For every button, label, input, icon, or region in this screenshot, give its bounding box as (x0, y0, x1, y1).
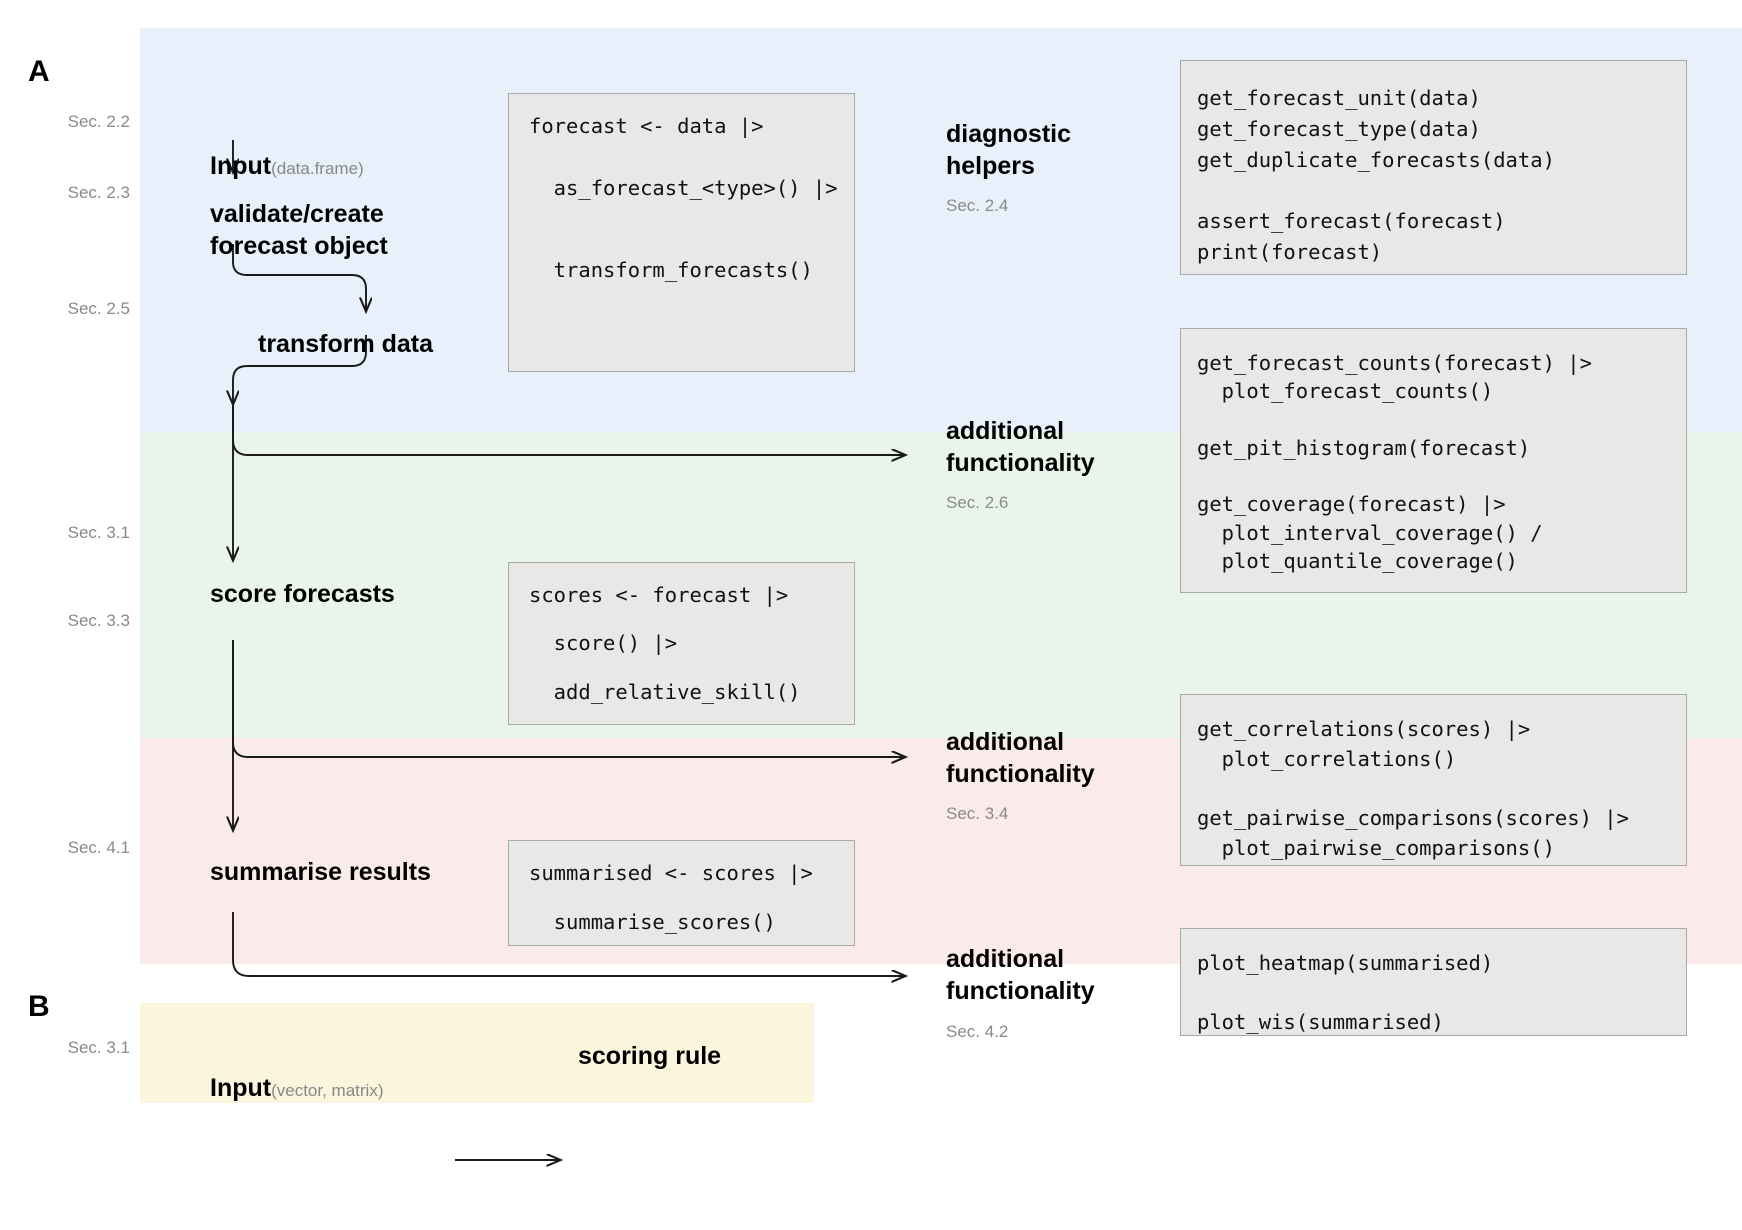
node-summarise-results: summarise results (210, 858, 431, 886)
code-line: get_forecast_counts(forecast) |> (1197, 351, 1592, 375)
node-panel-b-scoring-rule: scoring rule (578, 1042, 722, 1070)
node-validate-create-forecast-object: validate/create forecast object (210, 200, 388, 260)
codebox-forecast-pipeline: forecast <- data |> as_forecast_<type>()… (508, 93, 855, 372)
codebox-summarise-pipeline: summarised <- scores |> summarise_scores… (508, 840, 855, 946)
code-line: get_duplicate_forecasts(data) (1197, 147, 1555, 172)
code-line: plot_interval_coverage() / (1197, 520, 1543, 545)
code-line (1197, 406, 1686, 434)
node-diagnostic-helpers: diagnostic helpers (946, 120, 1072, 180)
node-additional-functionality-3-4: additional functionality (946, 728, 1095, 788)
node-additional-functionality-2-6: additional functionality (946, 417, 1095, 477)
sec-label-2-3: Sec. 2.3 (67, 183, 130, 202)
code-line (529, 137, 854, 158)
code-line (1197, 462, 1686, 490)
code-line: print(forecast) (1197, 239, 1383, 264)
code-line (529, 198, 854, 219)
code-line (529, 886, 854, 911)
code-line (1197, 979, 1686, 1009)
code-line: assert_forecast(forecast) (1197, 209, 1506, 233)
sec-label-2-5: Sec. 2.5 (67, 299, 130, 318)
codebox-score-pipeline: scores <- forecast |> score() |> add_rel… (508, 562, 855, 725)
codebox-additional-4-2: plot_heatmap(summarised) plot_wis(summar… (1180, 928, 1687, 1036)
code-line (529, 219, 854, 240)
code-line: plot_wis(summarised) (1197, 1010, 1444, 1035)
code-line: summarised <- scores |> (529, 861, 813, 885)
node-input: Input(data.frame) (210, 118, 364, 182)
code-line: plot_correlations() (1197, 746, 1457, 771)
node-panel-b-input-label: Input (210, 1074, 272, 1102)
sec-label-3-1-panel-b: Sec. 3.1 (67, 1038, 130, 1057)
code-line: get_pairwise_comparisons(scores) |> (1197, 806, 1629, 831)
sec-label-2-2: Sec. 2.2 (67, 112, 130, 131)
code-line (529, 656, 854, 680)
codebox-additional-2-6: get_forecast_counts(forecast) |> plot_fo… (1180, 328, 1687, 593)
band-panel-b (140, 1003, 814, 1103)
node-additional-functionality-4-2-sec: Sec. 4.2 (946, 1022, 1009, 1041)
sec-label-3-3: Sec. 3.3 (67, 611, 130, 630)
code-line: plot_forecast_counts() (1197, 379, 1494, 404)
code-line: score() |> (529, 631, 678, 656)
node-additional-functionality-3-4-sec: Sec. 3.4 (946, 804, 1009, 823)
code-line (1197, 175, 1686, 206)
panel-letter-b: B (28, 990, 50, 1023)
sec-label-4-1: Sec. 4.1 (67, 838, 130, 857)
code-line: summarise_scores() (529, 910, 776, 935)
code-line (529, 239, 854, 260)
codebox-additional-3-4: get_correlations(scores) |> plot_correla… (1180, 694, 1687, 866)
code-line: get_pit_histogram(forecast) (1197, 435, 1531, 460)
node-input-sub: (data.frame) (271, 159, 364, 178)
panel-letter-a: A (28, 55, 50, 88)
node-transform-data: transform data (258, 330, 434, 358)
sec-label-3-1: Sec. 3.1 (67, 523, 130, 542)
node-input-label: Input (210, 152, 272, 180)
node-additional-functionality-2-6-sec: Sec. 2.6 (946, 493, 1009, 512)
node-panel-b-input: Input(vector, matrix) (210, 1040, 384, 1104)
code-line (529, 157, 854, 178)
code-line: scores <- forecast |> (529, 583, 789, 607)
code-line: as_forecast_<type>() |> (529, 175, 838, 200)
code-line: plot_pairwise_comparisons() (1197, 835, 1555, 860)
code-line: get_forecast_unit(data) (1197, 86, 1481, 110)
code-line: transform_forecasts() (529, 257, 813, 282)
code-line (1197, 774, 1686, 804)
code-line: get_forecast_type(data) (1197, 116, 1481, 141)
node-score-forecasts: score forecasts (210, 580, 395, 608)
code-line: forecast <- data |> (529, 114, 764, 138)
code-line: get_coverage(forecast) |> (1197, 492, 1506, 517)
code-line (529, 607, 854, 631)
code-line: get_correlations(scores) |> (1197, 717, 1531, 741)
node-diagnostic-helpers-sec: Sec. 2.4 (946, 196, 1009, 215)
node-additional-functionality-4-2: additional functionality (946, 945, 1095, 1005)
node-panel-b-input-sub: (vector, matrix) (271, 1081, 384, 1100)
code-line: plot_heatmap(summarised) (1197, 951, 1494, 975)
code-line: plot_quantile_coverage() (1197, 548, 1518, 573)
code-line: add_relative_skill() (529, 679, 801, 704)
codebox-diagnostics: get_forecast_unit(data) get_forecast_type… (1180, 60, 1687, 275)
